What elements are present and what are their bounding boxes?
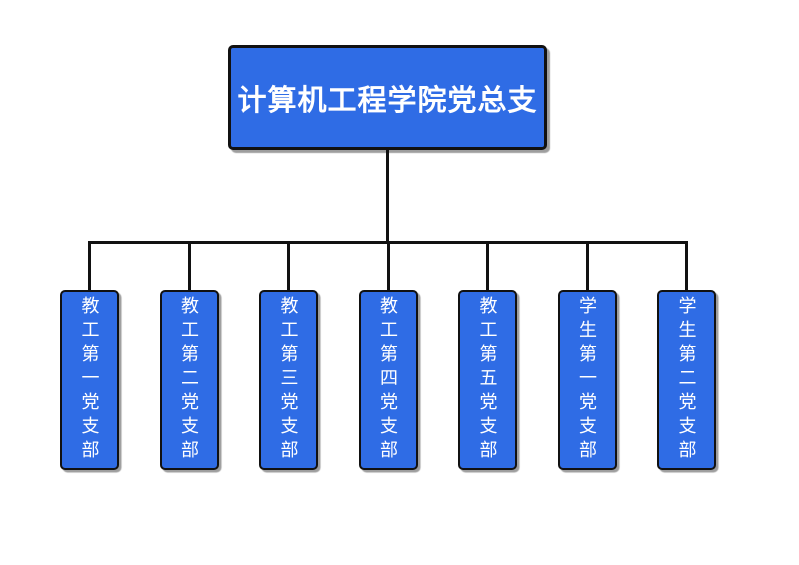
org-child-box: 教工第四党支部 [358,290,418,470]
org-child-node: 教工第二党支部 [159,241,219,470]
org-child-box: 教工第五党支部 [458,290,517,470]
org-child-label: 教工第五党支部 [477,296,498,464]
org-child-box: 教工第一党支部 [60,290,119,470]
org-child-node: 教工第四党支部 [358,241,418,470]
org-child-box: 教工第三党支部 [259,290,318,470]
org-child-label: 教工第二党支部 [179,296,199,464]
org-child-box: 教工第二党支部 [159,290,219,470]
org-child-node: 教工第一党支部 [60,241,119,470]
org-child-label: 教工第一党支部 [79,296,100,464]
connector-drop-line [287,241,290,290]
org-child-node: 教工第三党支部 [259,241,318,470]
connector-drop-line [386,241,390,290]
org-child-label: 学生第一党支部 [577,296,597,464]
org-child-node: 教工第五党支部 [458,241,517,470]
org-child-label: 学生第二党支部 [676,296,697,464]
org-child-label: 教工第四党支部 [378,296,398,464]
org-root-label: 计算机工程学院党总支 [237,84,538,117]
org-child-node: 学生第一党支部 [557,241,617,470]
connector-drop-line [685,241,688,290]
connector-drop-line [486,241,489,290]
org-child-node: 学生第二党支部 [657,241,716,470]
org-child-box: 学生第二党支部 [657,290,716,470]
connector-stem-line [386,149,389,243]
children-row: 教工第一党支部 教工第二党支部 教工第三党支部 教工第四党支部 教工第五党支部 学生第一党… [60,241,716,470]
org-root-node: 计算机工程学院党总支 [228,45,547,150]
org-child-label: 教工第三党支部 [278,296,299,464]
connector-drop-line [88,241,91,290]
connector-drop-line [187,241,191,290]
connector-drop-line [585,241,589,290]
org-child-box: 学生第一党支部 [557,290,617,470]
